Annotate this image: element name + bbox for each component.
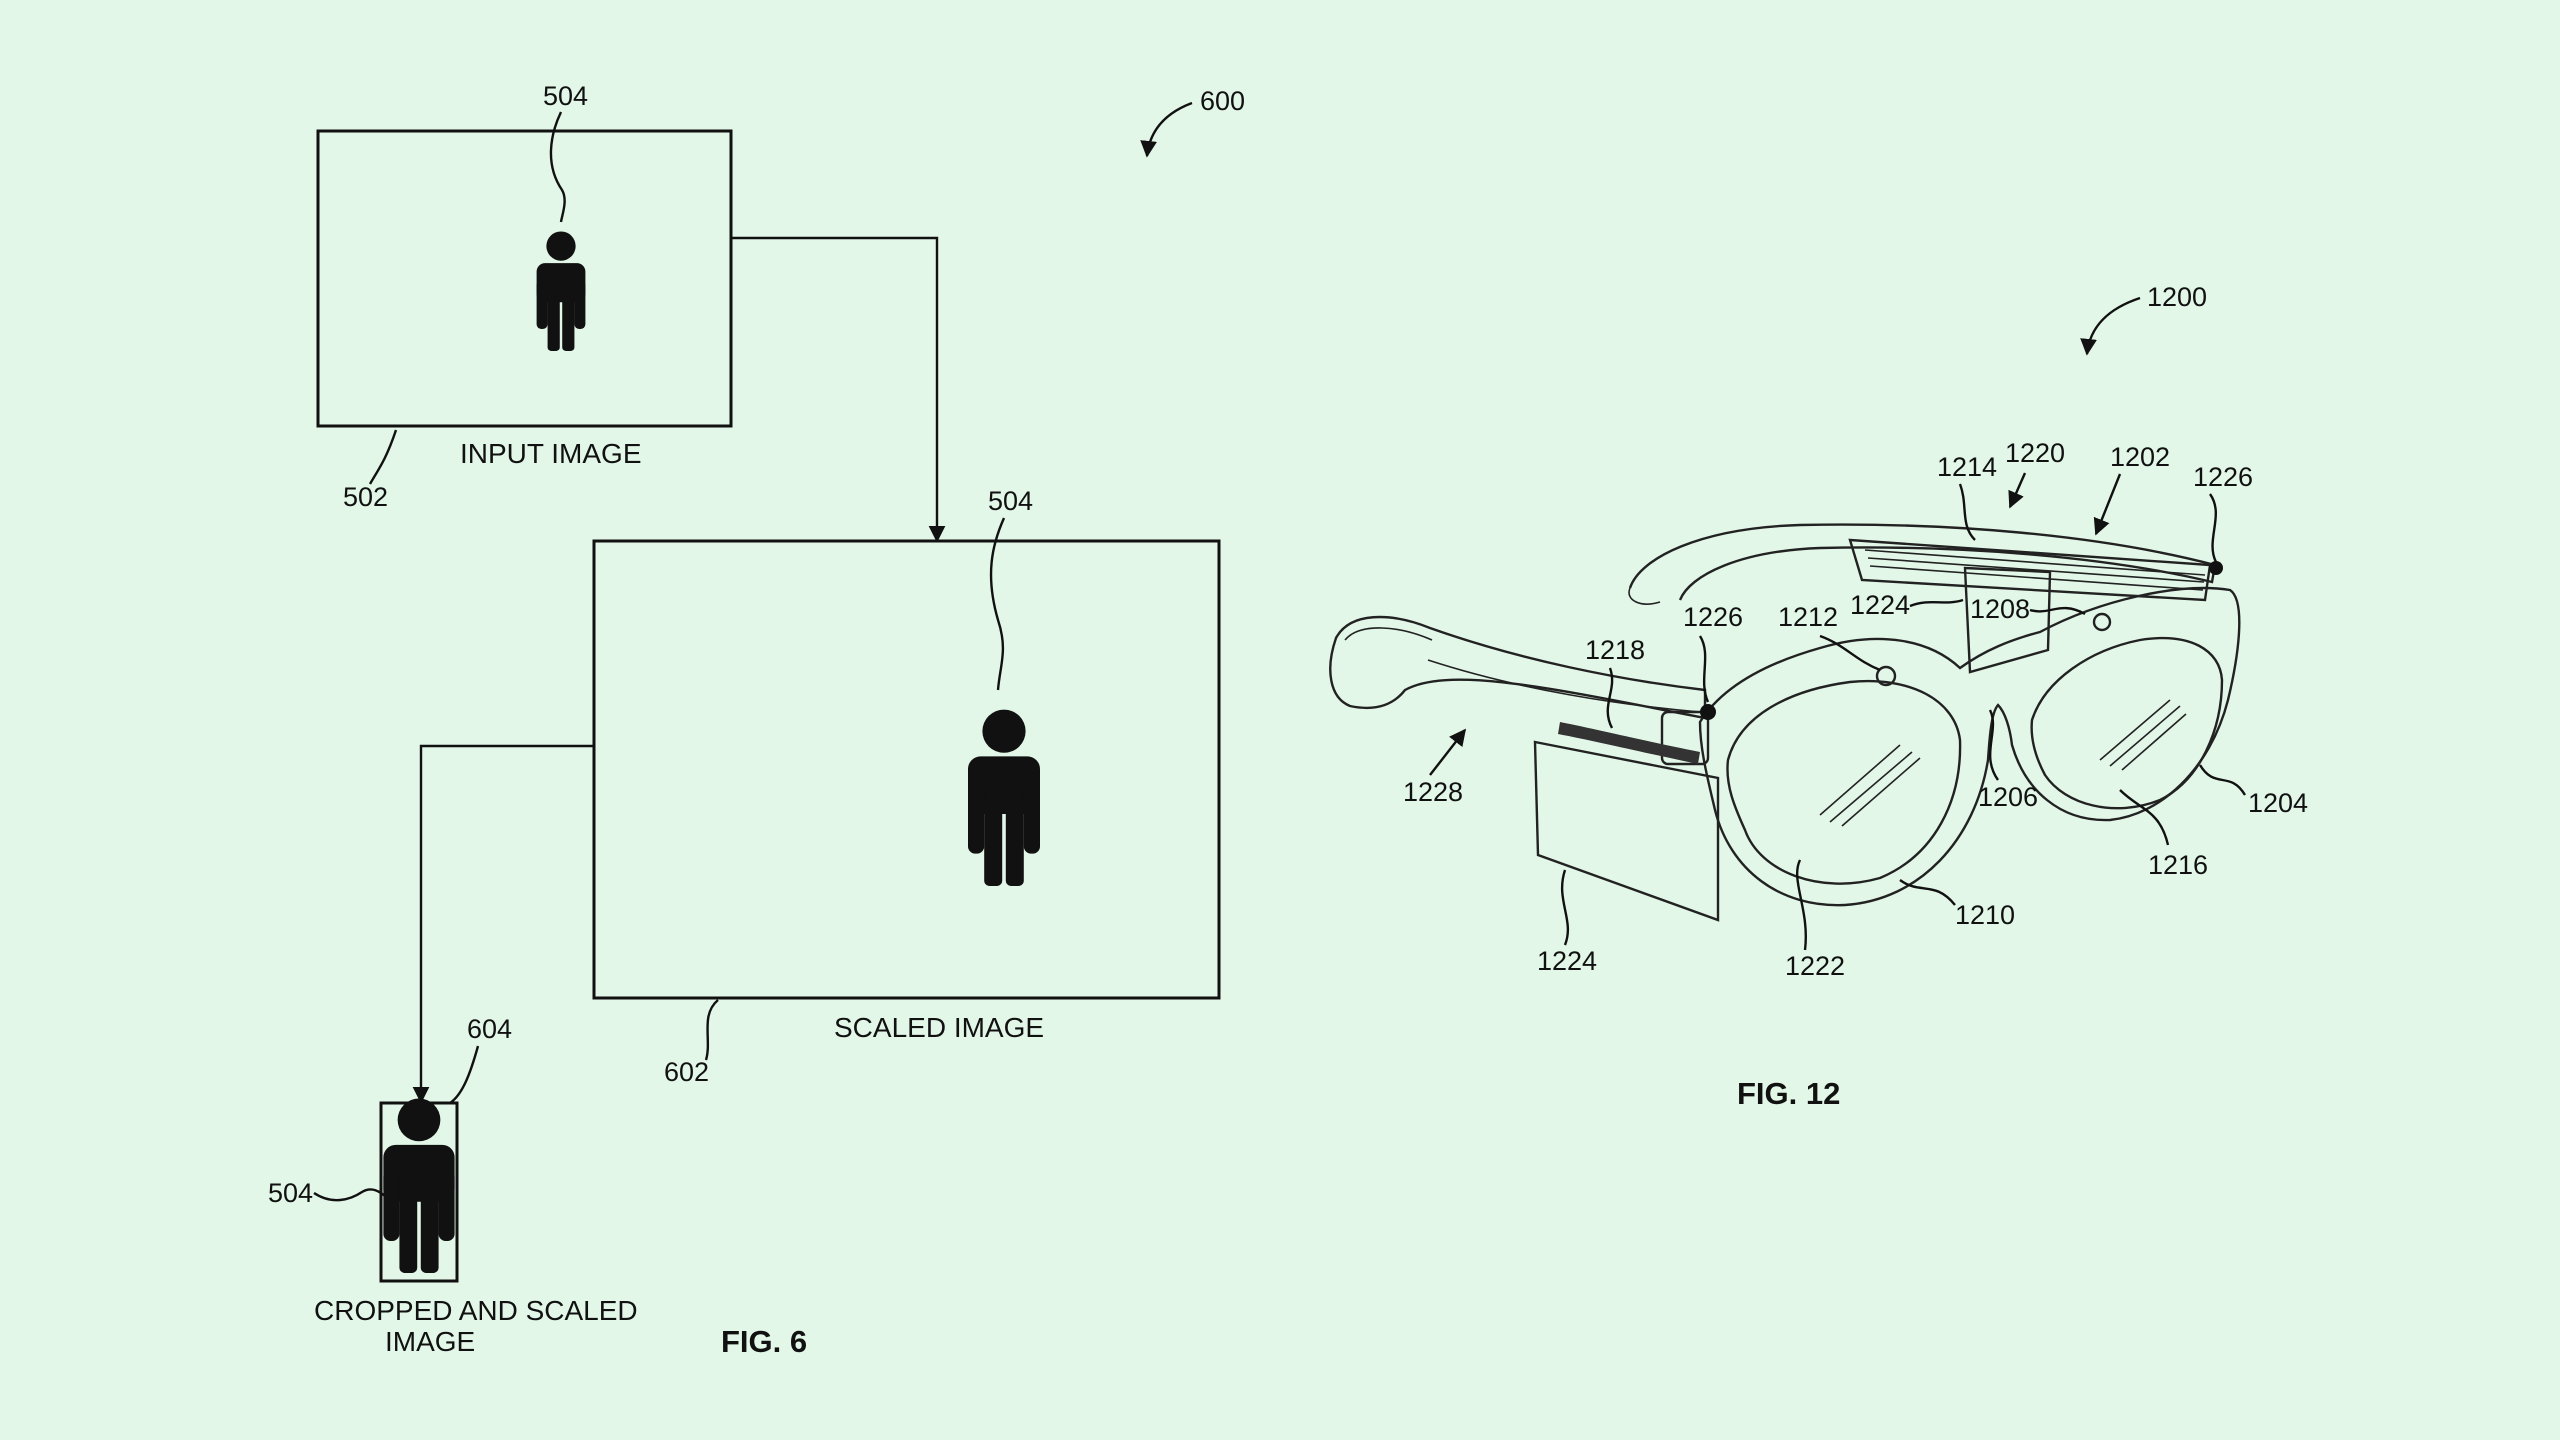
camera-lens-left (1875, 665, 1897, 687)
ref-1210: 1210 (1955, 900, 2015, 930)
ref-1222: 1222 (1785, 951, 1845, 981)
left-hinge-housing (1660, 710, 1710, 766)
ref-1204: 1204 (2248, 788, 2308, 818)
ref-1214: 1214 (1937, 452, 1997, 482)
left-lens (1726, 679, 1962, 885)
ref-1226-left: 1226 (1683, 602, 1743, 632)
display-panel-left (1533, 740, 1720, 922)
front-frame (1698, 586, 2241, 907)
scaled-image-box-ref: 602 (664, 1057, 709, 1087)
ref-1206: 1206 (1978, 782, 2038, 812)
input-image-caption: INPUT IMAGE (460, 438, 642, 469)
input-image-person-ref: 504 (543, 81, 588, 111)
fig6-diagram: 600 504 INPUT IMAGE 502 504 SCALED IMAGE… (268, 81, 1245, 1359)
scaled-image-person-ref: 504 (988, 486, 1033, 516)
ref-1220: 1220 (2005, 438, 2065, 468)
right-lens (2030, 636, 2224, 810)
ref-1224-top: 1224 (1850, 590, 1910, 620)
left-hinge-sensor (1700, 704, 1716, 720)
fig12-diagram: 1200 (1329, 282, 2308, 1111)
fig6-reference-label: 600 (1200, 86, 1245, 116)
scaled-image-caption: SCALED IMAGE (834, 1012, 1044, 1043)
input-image-box (316, 129, 733, 428)
input-image-box-leader (368, 429, 398, 485)
touch-strip (1558, 722, 1700, 764)
cropped-image-caption-line1: CROPPED AND SCALED (314, 1295, 638, 1326)
cropped-image-box-leader (449, 1045, 480, 1104)
cropped-image-box-ref: 604 (467, 1014, 512, 1044)
left-temple-arm (1329, 615, 1707, 720)
scaled-image-box-leader (704, 999, 719, 1061)
right-temple-housing (1848, 538, 2212, 602)
ref-1208: 1208 (1970, 594, 2030, 624)
scaled-image-person-icon (968, 709, 1040, 886)
input-image-box-ref: 502 (343, 482, 388, 512)
cropped-image-person-ref: 504 (268, 1178, 313, 1208)
fig6-figure-label: FIG. 6 (721, 1324, 807, 1359)
connector-input-to-scaled (731, 236, 946, 543)
ref-1212: 1212 (1778, 602, 1838, 632)
ref-1216: 1216 (2148, 850, 2208, 880)
smart-glasses-illustration (1329, 523, 2241, 922)
fig12-figure-label: FIG. 12 (1737, 1076, 1840, 1111)
cropped-image-person-icon (383, 1098, 455, 1273)
input-image-person-leader (549, 111, 566, 223)
ref-1218: 1218 (1585, 635, 1645, 665)
ref-1224-bottom: 1224 (1537, 946, 1597, 976)
ref-1228: 1228 (1403, 777, 1463, 807)
ref-1226-right: 1226 (2193, 462, 2253, 492)
scaled-image-person-leader (989, 517, 1006, 691)
ref-1202: 1202 (2110, 442, 2170, 472)
fig12-reference-arrow (2080, 296, 2141, 356)
cropped-image-caption-line2: IMAGE (385, 1326, 475, 1357)
scaled-image-box (592, 539, 1221, 1000)
input-image-person-icon (536, 231, 586, 351)
fig12-reference-label: 1200 (2147, 282, 2207, 312)
fig6-reference-arrow (1140, 101, 1193, 158)
camera-lens-right (2092, 612, 2112, 632)
cropped-image-person-leader (313, 1188, 386, 1202)
connector-scaled-to-cropped (412, 744, 594, 1104)
display-panel-top (1963, 566, 2052, 674)
right-hinge-sensor (2209, 561, 2223, 575)
